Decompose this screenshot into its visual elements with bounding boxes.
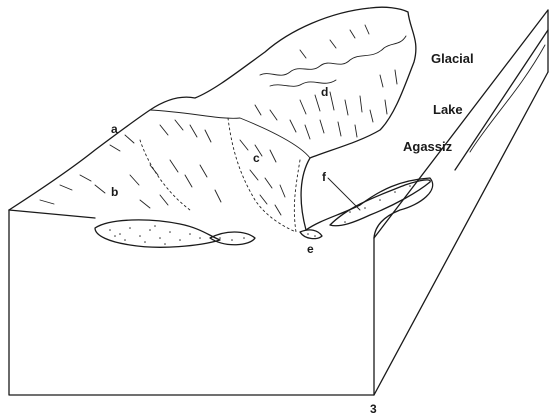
leader-line-f	[328, 178, 360, 210]
label-d: d	[321, 85, 328, 99]
dashed-boundary-2	[294, 160, 300, 232]
dashed-boundary-3	[140, 140, 190, 210]
deposits	[95, 180, 430, 247]
label-lake: Lake	[433, 102, 463, 117]
hachures-ab	[40, 120, 221, 208]
upland-outline	[9, 7, 433, 238]
label-a: a	[111, 122, 118, 136]
delta-e	[300, 230, 322, 239]
label-f: f	[322, 170, 327, 184]
beach-ridge-right	[330, 180, 430, 226]
figure-number: 3	[370, 402, 377, 416]
upland-river	[260, 36, 406, 75]
sand-deposit-left	[95, 220, 220, 247]
stipple	[109, 185, 411, 245]
block-outline	[9, 10, 548, 395]
upland-terrain	[9, 7, 433, 238]
dashed-boundary-1	[228, 118, 296, 232]
hachures-c	[240, 140, 285, 215]
label-e: e	[307, 242, 314, 256]
label-c: c	[253, 151, 260, 165]
label-agassiz: Agassiz	[403, 139, 453, 154]
hachures-d	[255, 25, 397, 139]
block-top-right-edge	[374, 10, 548, 238]
block-top-front-edge-left	[9, 210, 95, 218]
label-glacial: Glacial	[431, 51, 474, 66]
block-right-face-edge	[374, 72, 548, 395]
label-b: b	[111, 185, 118, 199]
